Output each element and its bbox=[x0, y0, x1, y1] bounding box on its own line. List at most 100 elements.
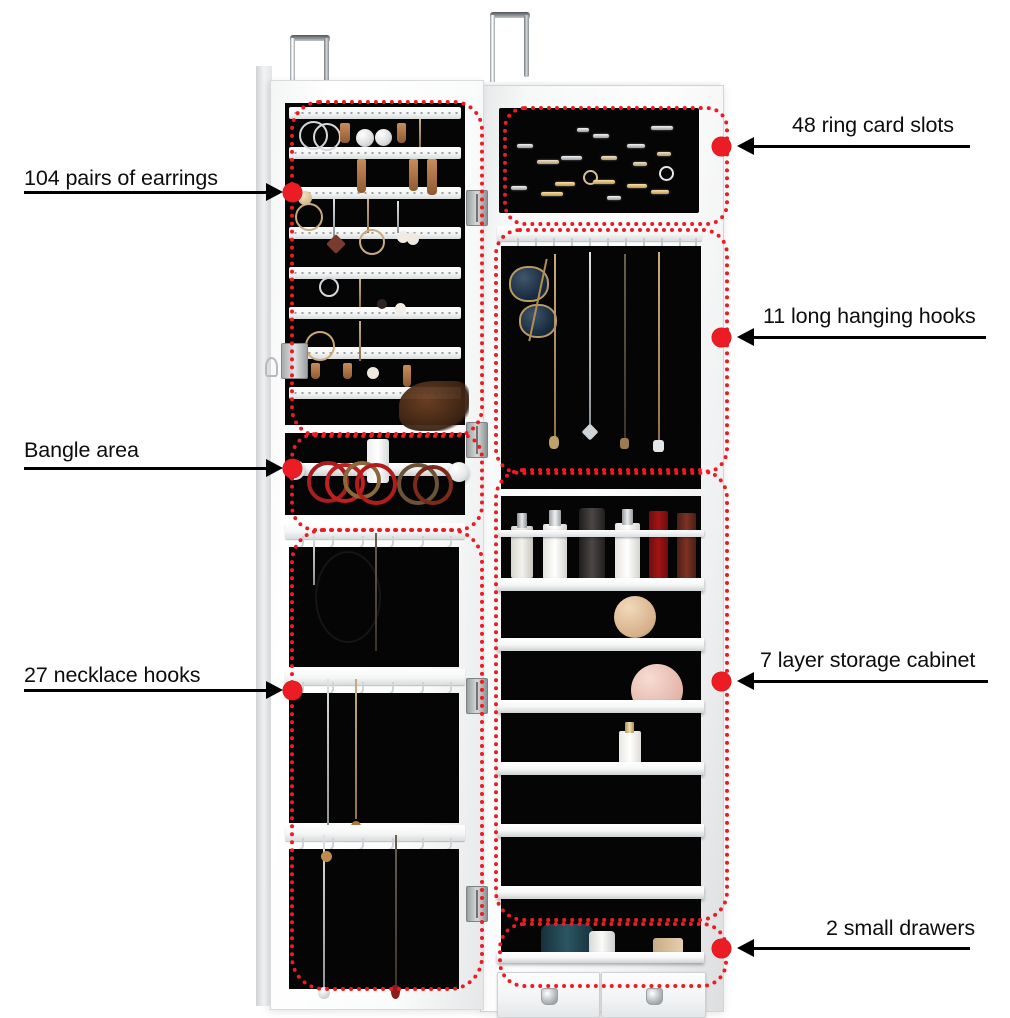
callout-dot-bangle bbox=[283, 459, 302, 478]
earring bbox=[356, 129, 374, 147]
arrow-head-icon bbox=[266, 183, 283, 201]
necklace bbox=[554, 254, 556, 437]
necklace-pendant bbox=[549, 436, 559, 449]
necklace bbox=[395, 835, 397, 990]
earring bbox=[409, 159, 418, 191]
earring-bar bbox=[289, 267, 461, 279]
earring-bar bbox=[289, 307, 461, 319]
storage-shelf bbox=[497, 638, 704, 651]
callout-label-bangle: Bangle area bbox=[24, 438, 139, 462]
door-lock[interactable] bbox=[281, 343, 308, 379]
small-drawer-left[interactable] bbox=[497, 972, 600, 1018]
earring-bar bbox=[289, 107, 461, 119]
callout-label-hanging-hooks: 11 long hanging hooks bbox=[763, 304, 976, 328]
ring-card-tray bbox=[499, 108, 699, 213]
shelf-interior bbox=[501, 713, 701, 768]
earring bbox=[359, 229, 385, 255]
ring-item bbox=[555, 182, 575, 186]
cosmetic-item bbox=[517, 513, 527, 528]
earring-bar bbox=[289, 187, 461, 199]
shelf-interior bbox=[501, 591, 701, 644]
earring bbox=[305, 331, 335, 361]
ring-item bbox=[561, 156, 582, 160]
necklace bbox=[327, 679, 329, 827]
cosmetic-item bbox=[622, 509, 633, 525]
earring bbox=[397, 231, 409, 243]
ring-item bbox=[633, 162, 647, 166]
ring-item bbox=[601, 156, 617, 160]
ring-item bbox=[651, 126, 673, 130]
shelf-interior bbox=[501, 837, 701, 892]
necklace bbox=[589, 252, 591, 429]
ring-item bbox=[577, 128, 589, 132]
drawer-knob[interactable] bbox=[541, 988, 558, 1005]
cosmetic-item bbox=[649, 511, 668, 579]
callout-dot-necklace bbox=[283, 681, 302, 700]
cosmetic-item bbox=[589, 931, 615, 955]
door-hinge bbox=[466, 190, 488, 226]
necklace bbox=[313, 533, 315, 585]
callout-line-bangle bbox=[24, 467, 268, 470]
ring-item bbox=[537, 160, 559, 164]
necklace-pendant bbox=[391, 985, 400, 999]
callout-line-storage bbox=[754, 680, 988, 683]
shelf-rail bbox=[499, 530, 704, 537]
storage-shelf bbox=[497, 886, 704, 899]
ring-item bbox=[541, 192, 563, 196]
earring bbox=[377, 299, 387, 309]
ring-item bbox=[607, 196, 621, 200]
earring bbox=[375, 129, 392, 146]
product-photo bbox=[252, 12, 752, 1018]
earring bbox=[427, 159, 437, 195]
bangle bbox=[355, 463, 397, 505]
cosmetic-item bbox=[549, 510, 561, 526]
shelf-interior bbox=[501, 775, 701, 830]
cosmetic-item bbox=[511, 526, 533, 578]
storage-shelf bbox=[497, 578, 704, 591]
earring bbox=[367, 199, 369, 233]
earring bbox=[313, 123, 341, 151]
cosmetic-item bbox=[579, 508, 605, 580]
door-hinge bbox=[466, 422, 488, 458]
callout-label-earrings: 104 pairs of earrings bbox=[24, 166, 218, 190]
callout-line-necklace bbox=[24, 689, 268, 692]
door-outer-frame bbox=[256, 66, 272, 1006]
earring bbox=[357, 159, 366, 193]
ring-item bbox=[627, 184, 647, 188]
door-hinge bbox=[466, 678, 488, 714]
earring bbox=[419, 119, 421, 147]
ring-item bbox=[517, 144, 533, 148]
drawer-knob[interactable] bbox=[646, 988, 663, 1005]
ring-item bbox=[651, 190, 669, 194]
arrow-head-icon bbox=[266, 459, 283, 477]
necklace-pendant bbox=[653, 440, 664, 452]
arrow-head-icon bbox=[737, 672, 754, 690]
necklace bbox=[658, 252, 660, 442]
arrow-head-icon bbox=[266, 681, 283, 699]
necklace-pendant bbox=[321, 851, 332, 862]
callout-line-earrings bbox=[24, 191, 268, 194]
earring bbox=[395, 303, 406, 314]
earring bbox=[311, 363, 320, 379]
over-door-hook-right bbox=[490, 12, 530, 117]
arrow-head-icon bbox=[737, 939, 754, 957]
cosmetic-item bbox=[619, 731, 641, 769]
door-key[interactable] bbox=[265, 357, 278, 377]
earring bbox=[397, 201, 399, 233]
bangle bbox=[413, 465, 453, 505]
necklace-panel-backing bbox=[289, 693, 459, 823]
callout-dot-ring-slots bbox=[712, 137, 731, 156]
cosmetic-item bbox=[625, 722, 634, 733]
necklace bbox=[355, 679, 357, 819]
bangle-rod-end bbox=[449, 462, 469, 482]
callout-dot-storage bbox=[712, 672, 731, 691]
storage-shelf bbox=[497, 952, 704, 963]
storage-shelf bbox=[497, 700, 704, 713]
necklace bbox=[375, 533, 377, 651]
ring-item bbox=[657, 152, 671, 156]
storage-shelf bbox=[497, 762, 704, 775]
necklace-pendant bbox=[318, 987, 330, 999]
door-hinge bbox=[466, 886, 488, 922]
small-drawer-right[interactable] bbox=[601, 972, 706, 1018]
